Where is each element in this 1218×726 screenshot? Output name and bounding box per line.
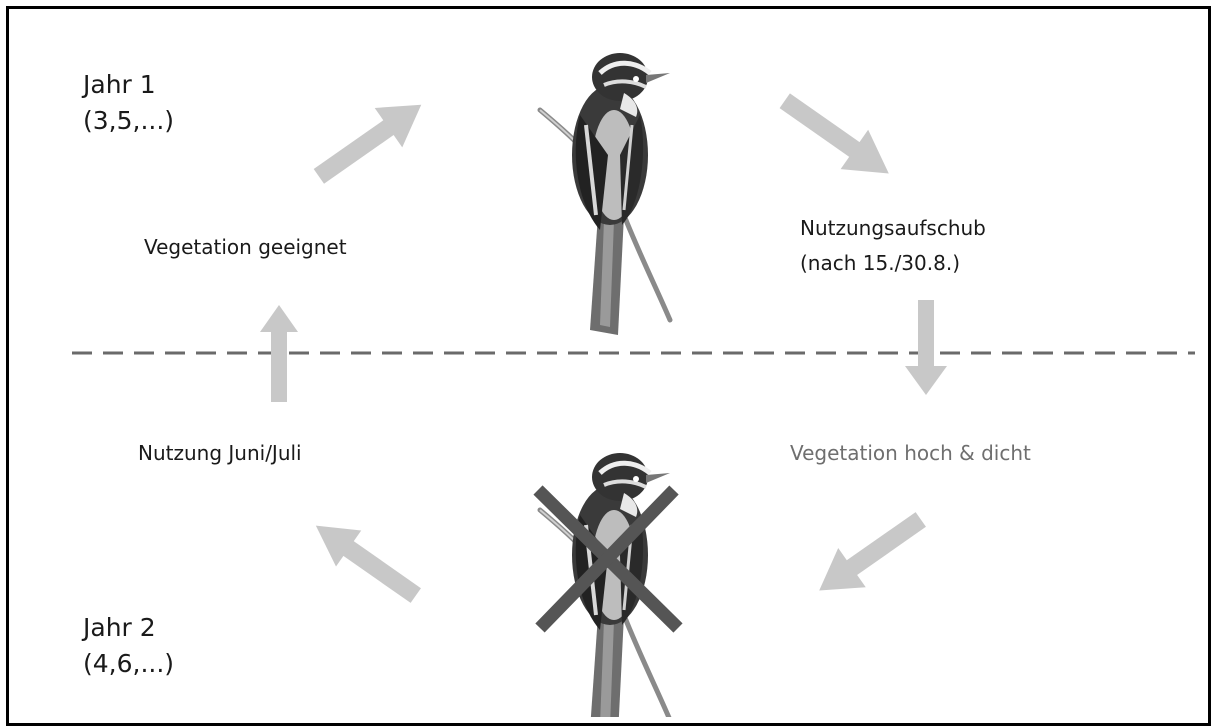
bird-top-icon bbox=[540, 53, 670, 335]
arrow-up-left bbox=[303, 508, 428, 614]
year1-title: Jahr 1 bbox=[83, 67, 156, 103]
label-vegetation-tall: Vegetation hoch & dicht bbox=[790, 438, 1031, 469]
year1-years: (3,5,...) bbox=[83, 103, 174, 139]
bird-bottom-icon bbox=[540, 453, 670, 717]
year2-title: Jahr 2 bbox=[83, 610, 156, 646]
label-use-june-july: Nutzung Juni/Juli bbox=[138, 438, 302, 469]
year2-years: (4,6,...) bbox=[83, 646, 174, 682]
arrow-down bbox=[905, 300, 947, 395]
label-vegetation-suitable: Vegetation geeignet bbox=[144, 232, 347, 263]
arrow-down-left bbox=[805, 500, 934, 610]
label-deferral-date: (nach 15./30.8.) bbox=[800, 248, 960, 279]
arrow-down-right bbox=[771, 81, 903, 193]
arrow-up-right bbox=[305, 85, 435, 196]
label-deferral: Nutzungsaufschub bbox=[800, 213, 986, 244]
